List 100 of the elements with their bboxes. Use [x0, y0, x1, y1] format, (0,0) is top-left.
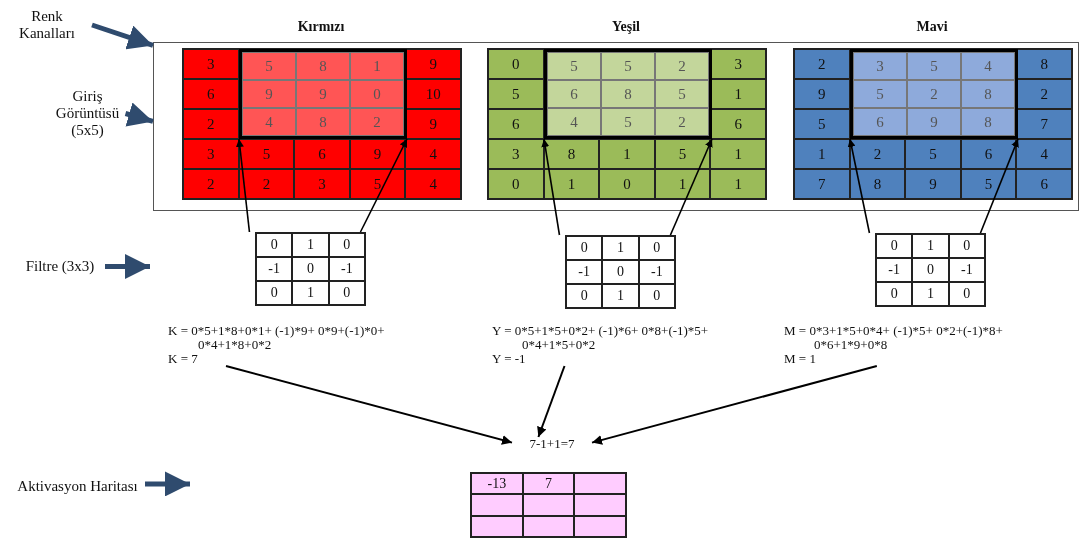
pixel-value: 7 [1016, 109, 1072, 139]
pixel-value: 4 [961, 52, 1015, 80]
formula-text: Y = -1 [492, 352, 527, 366]
pixel-value: 5 [601, 52, 655, 80]
filter-value: 0 [876, 234, 913, 258]
pixel-value: 3 [488, 139, 544, 169]
arrow [847, 138, 871, 234]
pixel-value: 4 [405, 139, 461, 169]
filter-value: 0 [328, 233, 365, 257]
pixel-value: 6 [547, 80, 601, 108]
pixel-value: 1 [710, 79, 766, 109]
filter-value: 1 [602, 284, 639, 308]
pixel-value: 2 [907, 80, 961, 108]
pixel-value: 2 [655, 52, 709, 80]
filter-value: -1 [566, 260, 603, 284]
filter-grid [255, 232, 366, 306]
pixel-value: 6 [488, 109, 544, 139]
filter-value: 0 [328, 281, 365, 305]
pixel-grid [487, 48, 767, 200]
row-label: Renk Kanalları [2, 8, 92, 42]
pixel-value: 1 [350, 52, 404, 80]
pixel-value: 4 [242, 108, 296, 136]
pixel-value: 9 [794, 79, 850, 109]
pixel-value: 4 [547, 108, 601, 136]
formula-text: K = 7 [168, 352, 199, 366]
pixel-value: 5 [655, 80, 709, 108]
pixel-value: 5 [960, 169, 1017, 199]
sum-text: 7-1+1=7 [512, 437, 592, 451]
pixel-value: 8 [601, 80, 655, 108]
pixel-value: 9 [905, 169, 961, 199]
pixel-value: 6 [183, 79, 239, 109]
pixel-value: 5 [349, 169, 406, 199]
pixel-value: 5 [907, 52, 961, 80]
formula-text: M = 0*3+1*5+0*4+ (-1)*5+ 0*2+(-1)*8+ 0*6+1*9+0*8 [784, 324, 1004, 352]
arrow [91, 22, 154, 50]
pixel-value: 3 [183, 139, 239, 169]
pixel-value: 0 [488, 169, 544, 199]
activation-grid [470, 472, 627, 538]
pixel-value: 7 [794, 169, 850, 199]
arrow [541, 138, 561, 236]
filter-value: 0 [876, 282, 913, 306]
pixel-value: 2 [794, 49, 850, 79]
pixel-value: 6 [853, 108, 907, 136]
arrow [124, 102, 154, 127]
channel-title: Mavi [915, 18, 949, 35]
pixel-value: 6 [710, 109, 766, 139]
pixel-value: 9 [296, 80, 350, 108]
pixel-value: 3 [853, 52, 907, 80]
pixel-value: 5 [601, 108, 655, 136]
filter-value: 0 [638, 284, 675, 308]
pixel-value: 2 [183, 109, 239, 139]
filter-value: -1 [876, 258, 913, 282]
pixel-value: 5 [853, 80, 907, 108]
filter-value: 1 [292, 281, 329, 305]
filter-value: 0 [602, 260, 639, 284]
pixel-value: 8 [961, 80, 1015, 108]
pixel-value: 8 [961, 108, 1015, 136]
formula-text: M = 1 [784, 352, 817, 366]
formula-text: K = 0*5+1*8+0*1+ (-1)*9+ 0*9+(-1)*0+ 0*4+1*8+0*2 [168, 324, 386, 352]
arrow [669, 138, 713, 236]
filter-value: 0 [292, 257, 329, 281]
pixel-value: 3 [710, 49, 766, 79]
pixel-value: 2 [849, 139, 906, 169]
pixel-value: 4 [1016, 139, 1072, 169]
formula-text: Y = 0*5+1*5+0*2+ (-1)*6+ 0*8+(-1)*5+ 0*4+1*5+0*2 [492, 324, 710, 352]
pixel-value: 4 [405, 169, 461, 199]
pixel-value: 0 [350, 80, 404, 108]
pixel-value: 9 [405, 109, 461, 139]
pixel-value: 6 [294, 139, 350, 169]
filter-value: -1 [948, 258, 985, 282]
pixel-value: 5 [547, 52, 601, 80]
filter-value: 0 [566, 236, 603, 260]
filter-grid [875, 233, 986, 307]
filter-value: -1 [328, 257, 365, 281]
pixel-value: 1 [599, 139, 655, 169]
activation-value: 7 [522, 473, 575, 495]
pixel-value: 2 [1016, 79, 1072, 109]
pixel-value: 2 [238, 169, 295, 199]
pixel-value: 5 [905, 139, 961, 169]
filter-value: 1 [292, 233, 329, 257]
filter-value: 0 [948, 234, 985, 258]
pixel-grid [182, 48, 462, 200]
filter-window [239, 49, 407, 139]
pixel-value: 5 [488, 79, 544, 109]
channel-title: Yeşil [611, 18, 641, 35]
row-label: Giriş Görüntüsü (5x5) [40, 88, 135, 139]
pixel-value: 5 [654, 139, 711, 169]
arrow [591, 365, 878, 445]
pixel-value: 6 [1016, 169, 1072, 199]
filter-window [850, 49, 1018, 139]
pixel-value: 2 [183, 169, 239, 199]
arrow [235, 138, 251, 233]
filter-value: 0 [638, 236, 675, 260]
pixel-value: 3 [294, 169, 350, 199]
filter-value: 1 [602, 236, 639, 260]
arrow [105, 254, 150, 279]
filter-window [544, 49, 712, 139]
filter-value: 0 [256, 281, 293, 305]
pixel-value: 5 [794, 109, 850, 139]
pixel-value: 9 [349, 139, 406, 169]
